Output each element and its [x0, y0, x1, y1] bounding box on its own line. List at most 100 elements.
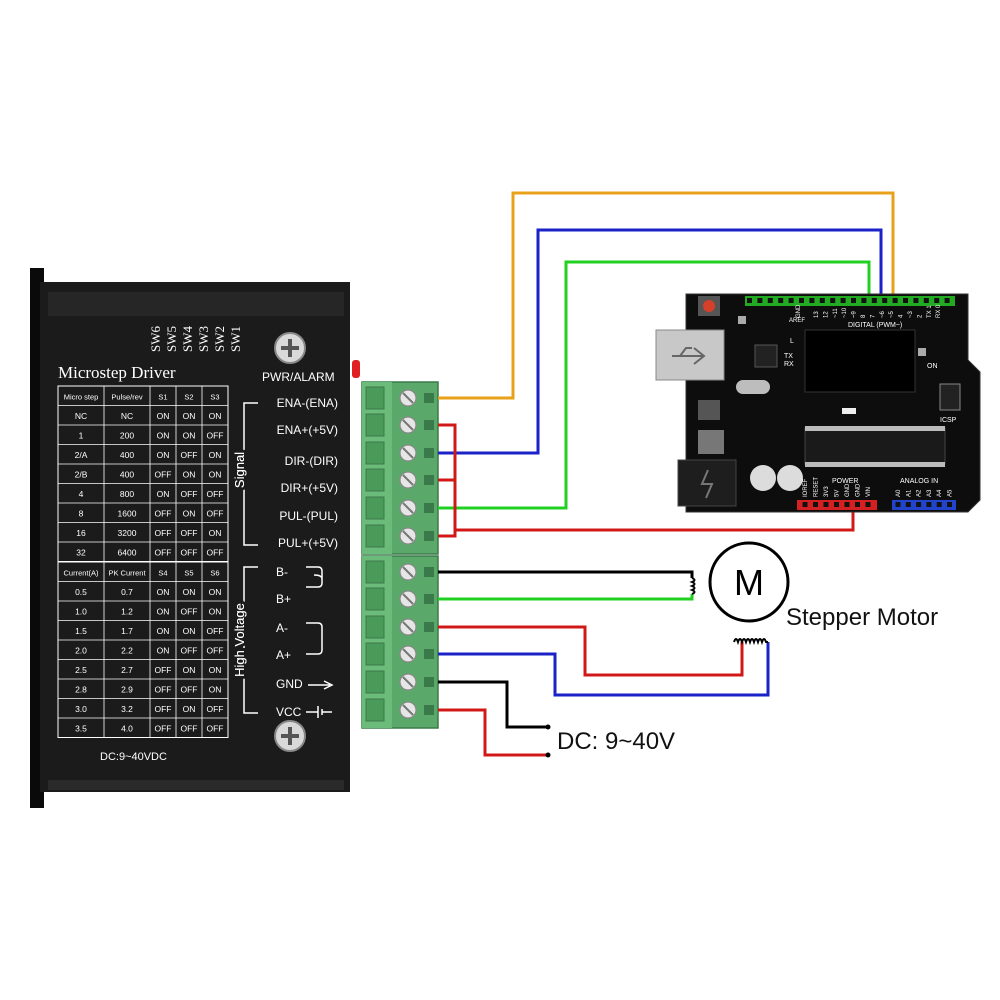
power-pin-hole: [802, 502, 808, 507]
current-table-cell: 0.5: [75, 587, 87, 597]
digital-pin-hole: [757, 298, 763, 303]
current-table-cell: ON: [183, 626, 196, 636]
power-pin-hole: [813, 502, 818, 507]
power-terminal-slot: [365, 560, 385, 584]
power-terminal-label: B+: [276, 592, 291, 606]
microstep-table-cell: 400: [120, 450, 134, 460]
power-terminal-wire-entry: [424, 649, 434, 659]
analog-pin-label: A2: [917, 489, 923, 497]
microstep-table-cell: ON: [183, 508, 196, 518]
current-table-cell: ON: [157, 645, 170, 655]
icsp-label: ICSP: [940, 417, 957, 424]
microstep-table-cell: 200: [120, 430, 134, 440]
microstep-table-cell: OFF: [181, 489, 198, 499]
current-table-cell: OFF: [181, 684, 198, 694]
digital-pin-label: 12: [823, 311, 829, 318]
current-table-cell: 2.9: [121, 684, 133, 694]
regulator: [698, 430, 724, 454]
microstep-table-cell: 2/B: [75, 469, 88, 479]
power-terminal-wire-entry: [424, 677, 434, 687]
current-table-cell: ON: [183, 665, 196, 675]
digital-label: DIGITAL (PWM~): [848, 322, 902, 329]
signal-terminal-label: PUL+(+5V): [278, 536, 338, 550]
digital-pin-hole: [809, 298, 815, 303]
microstep-table-header-cell: Pulse/rev: [111, 392, 143, 401]
microstep-table-cell: OFF: [181, 528, 198, 538]
microstep-table-cell: ON: [209, 528, 222, 538]
signal-terminal-slot: [365, 386, 385, 410]
power-terminal-slot: [365, 587, 385, 611]
hv-bracket: [243, 566, 258, 714]
digital-pin-hole: [778, 298, 784, 303]
current-table-cell: ON: [209, 684, 222, 694]
motor-coil-a: [733, 638, 768, 646]
microstep-table-cell: 1: [79, 430, 84, 440]
rx-label: RX: [784, 361, 794, 368]
current-table-cell: 4.0: [121, 723, 133, 733]
wire-gnd: [438, 680, 548, 729]
power-terminal-wire-entry: [424, 705, 434, 715]
microstep-table-header-cell: S3: [210, 392, 219, 401]
current-table-header-cell: Current(A): [63, 568, 99, 577]
digital-pin-label: 2: [917, 314, 923, 318]
signal-terminal-wire-entry: [424, 531, 434, 541]
current-table-cell: 2.2: [121, 645, 133, 655]
current-table-cell: ON: [157, 587, 170, 597]
power-terminal-screw-slot: [402, 593, 414, 605]
tx-label: TX: [784, 353, 793, 360]
current-table-cell: OFF: [181, 645, 198, 655]
power-pin-label: VIN: [866, 487, 872, 497]
switch-label-sw1: SW1: [228, 326, 243, 352]
digital-pin-hole: [767, 298, 773, 303]
power-terminal-label: VCC: [276, 705, 302, 719]
digital-pin-label: ~6: [880, 310, 886, 318]
microstep-table-cell: 8: [79, 508, 84, 518]
analog-pin-label: A0: [896, 489, 902, 497]
signal-terminal-slot: [365, 496, 385, 520]
digital-pin-hole: [819, 298, 825, 303]
digital-pin-hole: [913, 298, 919, 303]
signal-terminal-wire-entry: [424, 503, 434, 513]
signal-terminal-screw-slot: [402, 530, 414, 542]
usb-icon: [672, 347, 706, 365]
current-table-cell: 3.2: [121, 704, 133, 714]
signal-terminal-screw-slot: [402, 474, 414, 486]
power-pin-label: GND: [845, 483, 851, 497]
digital-pin-hole: [840, 298, 846, 303]
signal-terminal-wire-entry: [424, 448, 434, 458]
pwr-alarm-label: PWR/ALARM: [262, 370, 335, 384]
signal-terminal-block: [361, 381, 439, 555]
power-supply-label: DC: 9~40V: [557, 728, 675, 755]
current-table-cell: OFF: [155, 704, 172, 714]
power-terminal-block: [361, 555, 439, 729]
digital-pin-hole: [799, 298, 804, 303]
power-terminal-screw-slot: [402, 648, 414, 660]
wire-a-minus: [438, 625, 744, 677]
driver-top-rib: [48, 292, 344, 316]
microstep-table-cell: OFF: [155, 528, 172, 538]
signal-terminal-label: DIR+(+5V): [281, 481, 338, 495]
power-terminal-slot: [365, 615, 385, 639]
reset-button: [703, 300, 715, 312]
power-pin-hole: [823, 502, 829, 507]
digital-header: [745, 296, 955, 306]
current-table-cell: OFF: [181, 606, 198, 616]
signal-terminal-wire-entry: [424, 475, 434, 485]
motor-coil-b: [689, 577, 696, 595]
power-terminal-wire-entry: [424, 622, 434, 632]
gnd-arrow-symbol: [308, 680, 334, 690]
wires: [438, 191, 895, 757]
signal-terminal-screw-slot: [402, 502, 414, 514]
digital-pin-hole: [747, 298, 752, 303]
digital-pin-label: 7: [870, 314, 876, 318]
wire-5v-pul: [438, 530, 457, 538]
motor-circle: [708, 541, 790, 623]
power-terminal-screw-slot: [402, 566, 414, 578]
digital-pin-hole: [871, 298, 877, 303]
microstep-table-cell: 1600: [118, 508, 137, 518]
